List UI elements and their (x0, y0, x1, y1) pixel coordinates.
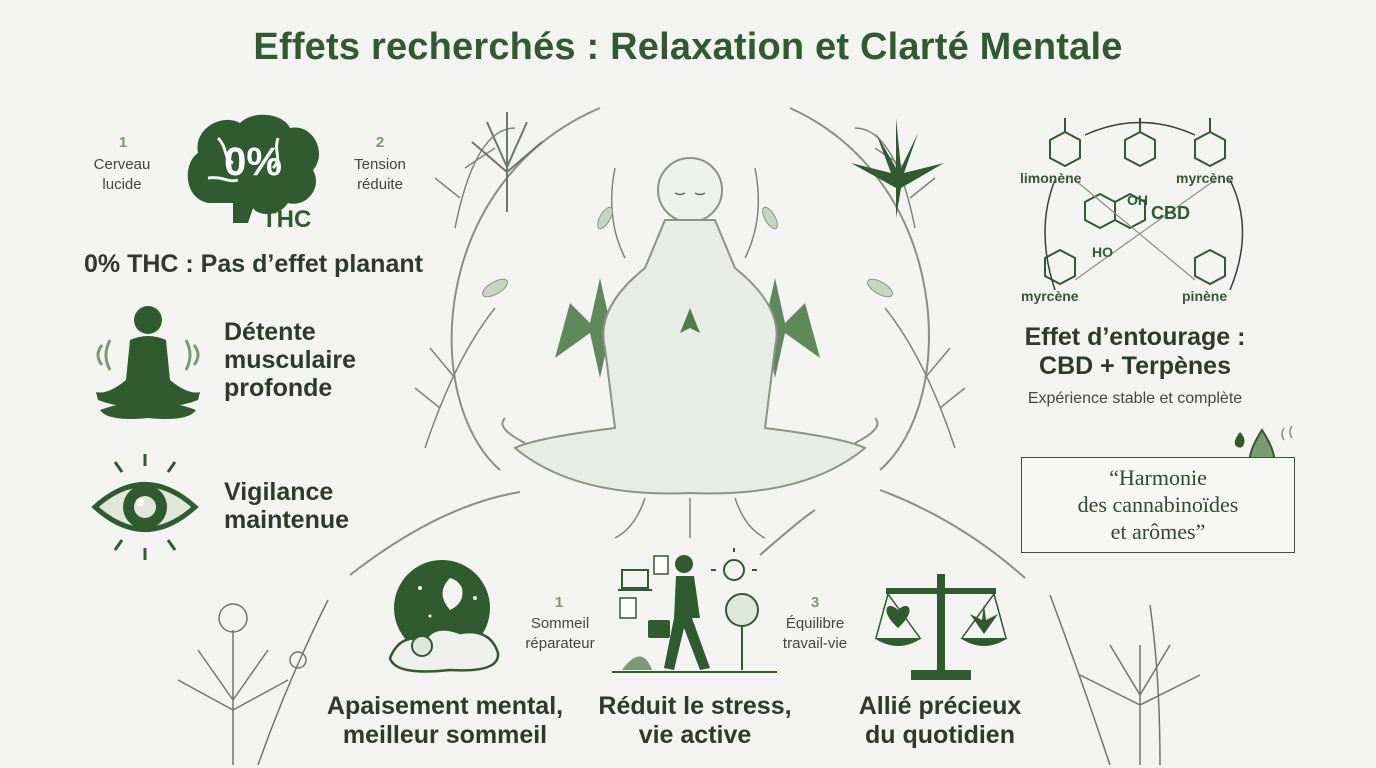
entourage-title-line1: Effet d’entourage : (1024, 323, 1246, 351)
brain-clear-label: Cerveau lucide (93, 156, 151, 193)
thc-percent: 0% (224, 140, 282, 184)
vigilance-label: Vigilance maintenue (224, 478, 350, 534)
sleep-moon-icon (388, 560, 500, 673)
limonene-label: limonène (1020, 170, 1082, 186)
myrcene-label-top: myrcène (1176, 170, 1234, 186)
quote-line-2: des cannabinoïdes (1077, 492, 1239, 517)
oh-label: OH (1127, 192, 1148, 208)
stress-reduction-label: Réduit le stress, vie active (570, 692, 820, 750)
balance-scale-icon (874, 574, 1008, 680)
thc-label: THC (262, 206, 312, 233)
entourage-title-line2: CBD + Terpènes (1039, 352, 1231, 380)
quote-box: “Harmonie des cannabinoïdes et arômes” (1021, 457, 1295, 553)
stress-reduction-line2: vie active (638, 721, 752, 749)
flower-plant-right-icon (1049, 594, 1201, 766)
mental-calm-line1: Apaisement mental, (326, 692, 564, 720)
daily-ally-label: Allié précieux du quotidien (820, 692, 1060, 750)
cannabis-leaf-icon (851, 118, 944, 218)
terpene-molecules-diagram (1044, 118, 1244, 291)
step-number-bottom-3: 3 (810, 594, 820, 611)
eye-icon (91, 454, 199, 560)
cbd-label: CBD (1151, 203, 1190, 223)
myrcene-label-bottom: myrcène (1021, 288, 1079, 304)
work-life-balance-label: Équilibre travail-vie (782, 615, 848, 652)
thc-caption: 0% THC : Pas d’effet planant (84, 250, 423, 278)
step-number-1: 1 (118, 134, 128, 151)
walking-person-icon (612, 548, 777, 673)
meditation-person-icon (96, 306, 200, 419)
cannabis-leaf-outline-icon (471, 112, 543, 212)
pinene-label: pinène (1182, 288, 1228, 304)
quote-line-1: “Harmonie (1109, 465, 1207, 490)
restorative-sleep-label: Sommeil réparateur (525, 615, 595, 652)
entourage-subtitle: Expérience stable et complète (1027, 390, 1243, 407)
page-title: Effets recherchés : Relaxation et Clarté… (253, 26, 1123, 68)
stress-reduction-line1: Réduit le stress, (598, 692, 792, 720)
mental-calm-line2: meilleur sommeil (342, 721, 548, 749)
flower-plant-left-icon (177, 599, 329, 766)
mental-calm-label: Apaisement mental, meilleur sommeil (300, 692, 590, 750)
tension-label: Tension réduite (354, 156, 406, 193)
daily-ally-line2: du quotidien (865, 721, 1015, 749)
brain-icon (187, 114, 320, 223)
daily-ally-line1: Allié précieux (858, 692, 1022, 720)
step-number-2: 2 (375, 134, 385, 151)
ho-label: HO (1092, 244, 1113, 260)
quote-line-3: et arômes” (1110, 519, 1206, 544)
muscle-relax-label: Détente musculaire profonde (224, 318, 357, 402)
step-number-bottom-1: 1 (554, 594, 564, 611)
